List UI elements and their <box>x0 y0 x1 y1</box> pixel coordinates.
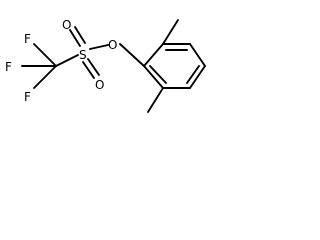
ring-double-3 <box>149 65 167 84</box>
trifluoromethyl-bonds <box>21 43 79 89</box>
ring-bond-3 <box>189 43 206 67</box>
bond-s-o-bottom-2 <box>87 58 100 76</box>
atom-f-bottom: F <box>24 90 31 104</box>
bond-s-o-top-1 <box>69 29 81 47</box>
sulfonyl-bonds <box>69 26 145 79</box>
benzene-ring <box>143 43 206 89</box>
bond-c-s <box>55 54 79 67</box>
atom-f-left: F <box>5 60 12 74</box>
bond-o-aryl <box>119 43 145 67</box>
atom-sulfur: S <box>79 48 87 62</box>
bond-c-f-top <box>33 43 57 67</box>
atom-labels: F F F S O O O <box>5 18 117 104</box>
bond-c-f-bottom <box>33 65 57 89</box>
atom-o-top: O <box>62 18 71 32</box>
ring-bond-6 <box>143 65 164 89</box>
atom-o-bottom: O <box>95 78 104 92</box>
atom-f-top: F <box>24 32 31 46</box>
ring-double-2 <box>186 65 200 84</box>
bond-s-o-bottom-1 <box>82 61 95 79</box>
ring-bond-1 <box>143 43 164 67</box>
methyl-bonds <box>147 19 179 113</box>
methyl-top-bond <box>162 19 179 45</box>
methyl-bottom-bond <box>147 87 164 113</box>
atom-o-ester: O <box>108 38 117 52</box>
ring-bond-4 <box>189 65 206 89</box>
chemical-structure: F F F S O O O <box>5 18 206 113</box>
bond-s-o-top-2 <box>74 26 86 44</box>
bond-s-o-ester <box>89 44 109 50</box>
